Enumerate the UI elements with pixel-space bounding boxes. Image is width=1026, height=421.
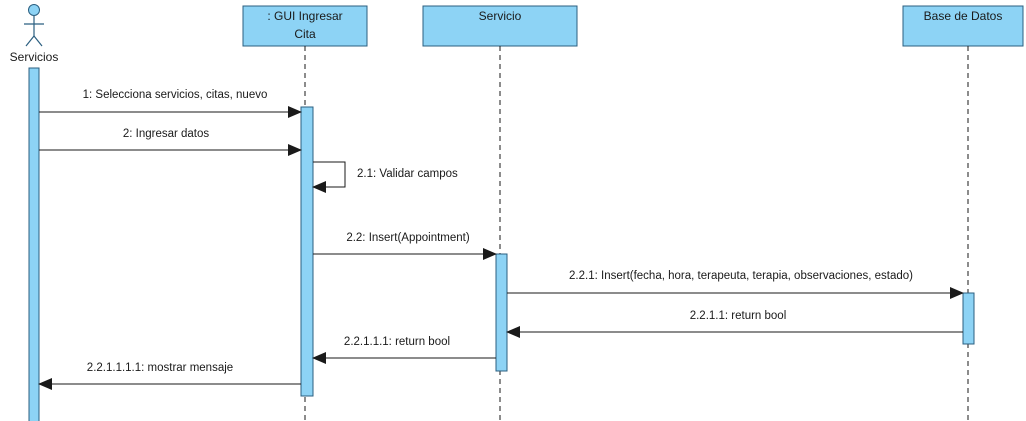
lifeline-box-gui [242, 5, 368, 47]
message-label-2-2-1-1-1-1: 2.2.1.1.1.1: mostrar mensaje [87, 362, 233, 374]
actor-figure [24, 4, 44, 47]
activation-servicio [495, 253, 508, 372]
lifeline-box-servicio [422, 5, 578, 47]
activation-gui [300, 106, 314, 397]
message-label-2-1: 2.1: Validar campos [357, 168, 458, 180]
activation-bd [962, 292, 975, 345]
message-label-2-2: 2.2: Insert(Appointment) [346, 232, 470, 244]
message-arrow-2-1-self [312, 161, 346, 193]
message-label-2-2-1-1-1: 2.2.1.1.1: return bool [344, 336, 450, 348]
actor-label: Servicios [10, 50, 59, 64]
lifeline-label-bd: Base de Datos [924, 9, 1003, 23]
actor-left-leg [25, 35, 35, 47]
lifeline-label-servicio: Servicio [479, 9, 522, 23]
lifeline-box-bd [902, 5, 1024, 47]
actor-head [28, 4, 40, 16]
message-label-2: 2: Ingresar datos [123, 128, 210, 140]
actor-right-leg [33, 35, 43, 47]
message-label-2-2-1-1: 2.2.1.1: return bool [690, 310, 787, 322]
message-label-1: 1: Selecciona servicios, citas, nuevo [83, 89, 268, 101]
message-label-2-2-1: 2.2.1: Insert(fecha, hora, terapeuta, te… [569, 270, 913, 282]
activation-actor [28, 67, 40, 421]
lifeline-label-gui-line1: : GUI Ingresar [267, 9, 342, 23]
lifeline-label-gui-line2: Cita [294, 27, 316, 41]
